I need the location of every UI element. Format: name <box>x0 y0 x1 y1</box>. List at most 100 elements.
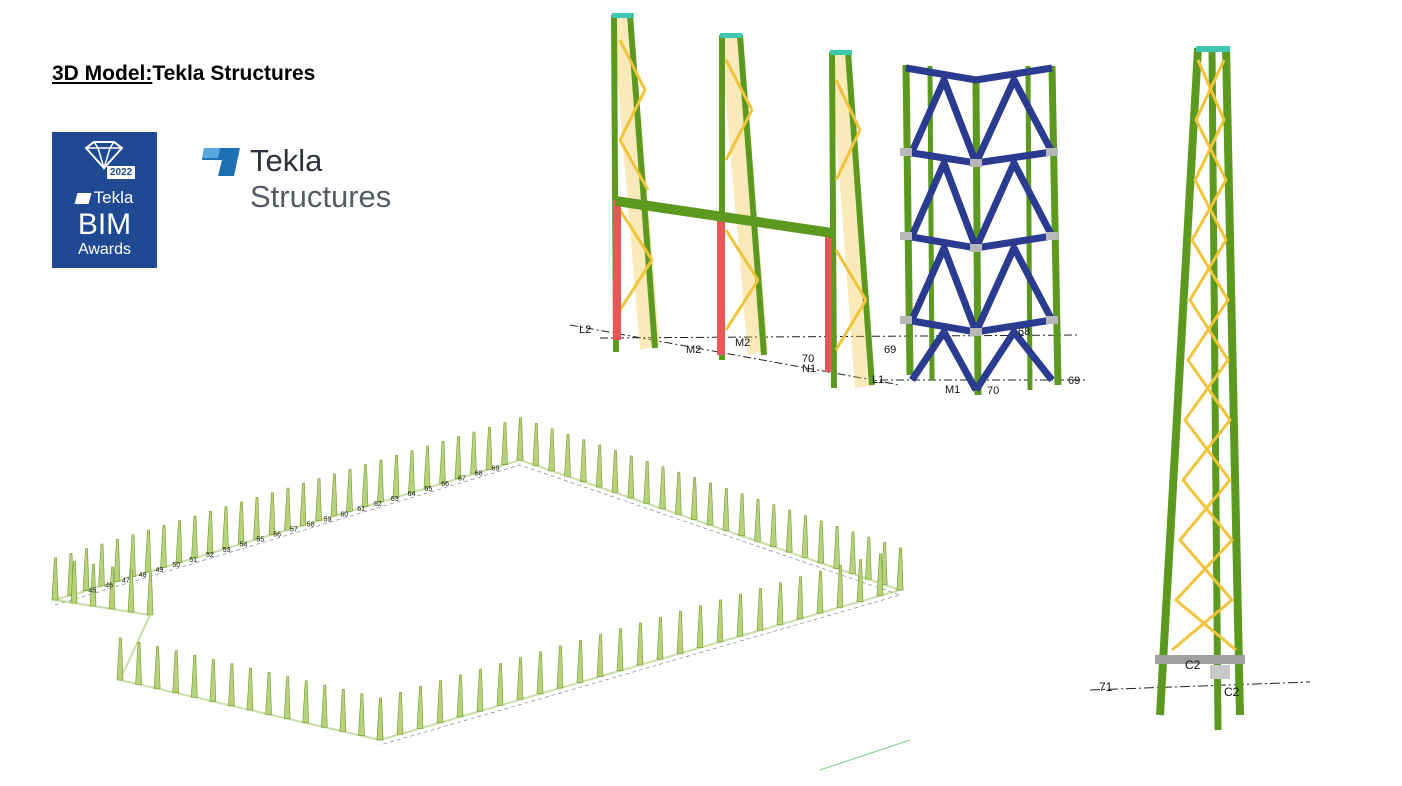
plan-post <box>856 559 864 602</box>
plan-post <box>516 657 524 700</box>
plan-post <box>816 570 824 614</box>
plan-post <box>501 422 508 465</box>
plan-tag: 45 <box>88 587 96 594</box>
tower-2 <box>717 33 768 360</box>
plan-post <box>516 417 524 461</box>
plan-post <box>228 663 235 707</box>
plan-post <box>476 668 484 712</box>
plan-post <box>439 441 446 484</box>
plan-post <box>659 466 666 510</box>
plan-post <box>485 427 493 470</box>
plan-post <box>51 557 59 601</box>
plan-post <box>738 493 745 537</box>
plan-tag: 68 <box>475 471 483 478</box>
plan-post <box>496 663 504 706</box>
grid-label-69: 69 <box>884 344 896 356</box>
plan-tag: 51 <box>189 557 197 564</box>
plan-post <box>776 582 784 625</box>
frame-towers-group: L2 M2 M2 70 N1 69 68 L1 M1 70 69 <box>569 13 1085 397</box>
plan-post <box>754 498 761 542</box>
plan-tag: 56 <box>273 532 281 539</box>
plan-post <box>127 569 135 613</box>
grid-label-m1: M1 <box>945 384 960 396</box>
plan-post <box>129 534 136 577</box>
award-year: 2022 <box>107 166 136 179</box>
plan-tag: 53 <box>223 547 231 554</box>
logo-word-tekla: Tekla <box>250 143 323 178</box>
plan-post <box>690 477 698 520</box>
title-underlined: 3D Model: <box>52 62 153 85</box>
plan-post <box>144 529 152 573</box>
plan-post <box>611 450 619 493</box>
plan-post <box>302 680 310 724</box>
plan-tag: 67 <box>458 476 466 483</box>
grid-label-m2: M2 <box>686 344 701 356</box>
grid-line <box>599 334 1081 339</box>
plan-post <box>796 576 804 620</box>
plan-post <box>770 504 777 547</box>
plan-post <box>190 654 198 698</box>
plan-post <box>160 525 167 568</box>
plan-post <box>299 483 307 526</box>
title-rest: Tekla Structures <box>152 62 316 85</box>
grid-label-m2-b: M2 <box>735 337 750 349</box>
plan-post <box>175 520 183 563</box>
plan-tag: 54 <box>240 542 248 549</box>
perimeter-plan: 6968676665646362616059585756555453525150… <box>51 417 911 771</box>
grid-label-71: 71 <box>1099 680 1113 694</box>
plan-tag: 57 <box>290 527 298 534</box>
tall-tower: 71 C2 C2 <box>1089 46 1311 731</box>
plan-post <box>330 473 338 517</box>
plan-post <box>253 497 260 540</box>
tekla-structures-logo: Tekla Structures <box>200 142 430 222</box>
plan-tag: 47 <box>122 577 130 584</box>
grid-label-l1: L1 <box>872 374 884 386</box>
plan-post <box>716 599 724 643</box>
grid-line <box>569 324 901 386</box>
plan-post <box>896 547 904 591</box>
grid-label-68: 68 <box>1018 326 1030 338</box>
plan-post <box>456 674 464 718</box>
plan-post <box>876 553 884 597</box>
logo-word-structures: Structures <box>250 179 392 214</box>
plan-tag: 50 <box>172 562 180 569</box>
plan-post <box>222 506 229 549</box>
plan-post <box>532 423 540 466</box>
plan-post <box>785 509 793 553</box>
plan-post <box>675 471 682 515</box>
plan-post <box>320 684 328 728</box>
plan-post <box>556 645 564 689</box>
plan-post <box>265 671 272 715</box>
connecting-beam <box>616 196 832 238</box>
plan-post <box>736 593 744 637</box>
plan-post <box>722 488 730 531</box>
plan-post <box>237 501 245 545</box>
plan-post <box>801 515 809 558</box>
plan-post <box>377 459 384 503</box>
plan-post <box>268 492 276 535</box>
plan-post <box>392 455 400 498</box>
plan-tag: 55 <box>256 537 264 544</box>
plan-post <box>616 628 624 672</box>
plan-post <box>423 445 431 489</box>
award-brand: Tekla <box>52 188 157 208</box>
grid-line <box>1089 681 1311 691</box>
bim-award-badge: 2022 Tekla BIM Awards <box>52 132 157 268</box>
plan-post <box>696 605 704 648</box>
plan-post <box>89 563 97 607</box>
plan-post <box>339 689 347 732</box>
plan-post <box>108 566 116 610</box>
plan-post <box>361 464 369 507</box>
plan-posts <box>51 417 904 741</box>
plan-post <box>580 439 587 482</box>
plan-tag: 59 <box>324 516 332 523</box>
grid-label-c2-b: C2 <box>1224 685 1240 699</box>
grid-label-70-b: 70 <box>987 385 999 397</box>
plan-post <box>576 640 584 683</box>
plan-post <box>191 515 198 559</box>
award-big-text: BIM <box>77 208 132 241</box>
grid-label-70: 70 <box>802 353 814 365</box>
plan-post <box>865 536 872 580</box>
plan-post <box>454 436 462 479</box>
